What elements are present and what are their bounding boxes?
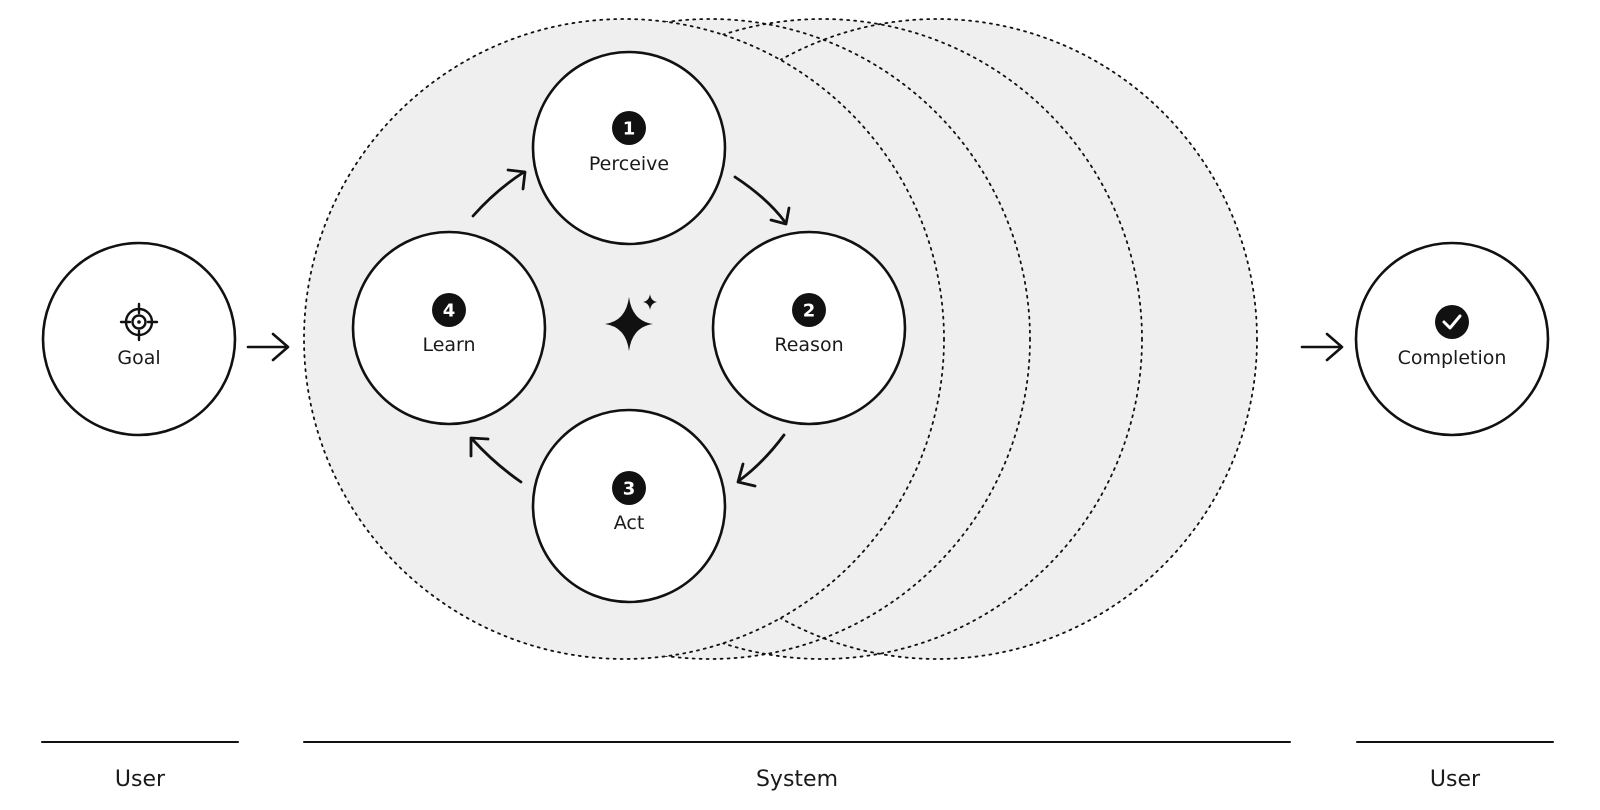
step-number: 1 — [623, 119, 636, 140]
completion-label: Completion — [1398, 347, 1507, 369]
goal-label: Goal — [117, 347, 160, 369]
system-ring-2 — [389, 18, 1031, 660]
step-badge — [792, 293, 826, 327]
step-perceive: 1 Perceive — [531, 50, 727, 246]
arrow-learn-to-perceive — [471, 168, 527, 218]
step-label: Act — [614, 512, 645, 534]
step-circle — [531, 50, 727, 246]
step-reason: 2 Reason — [711, 230, 907, 426]
step-badge — [432, 293, 466, 327]
step-label: Reason — [774, 334, 843, 356]
step-label: Learn — [422, 334, 475, 356]
arrow-system-to-completion — [1300, 332, 1344, 362]
step-circle — [711, 230, 907, 426]
step-badge — [612, 111, 646, 145]
step-badge — [612, 471, 646, 505]
step-circle — [531, 408, 727, 604]
section-label-user-right: User — [1430, 767, 1481, 792]
arrow-reason-to-act — [736, 433, 786, 488]
arrow-goal-to-system — [246, 332, 290, 362]
arrow-act-to-learn — [469, 436, 523, 484]
system-ring-4 — [616, 18, 1258, 660]
step-learn: 4 Learn — [351, 230, 547, 426]
arrow-perceive-to-reason — [733, 175, 791, 226]
step-number: 3 — [623, 479, 636, 500]
step-number: 2 — [803, 301, 816, 322]
section-label-user-left: User — [115, 767, 166, 792]
step-label: Perceive — [589, 153, 669, 175]
step-number: 4 — [443, 301, 456, 322]
goal-node: Goal — [41, 241, 237, 437]
section-label-system: System — [756, 767, 838, 792]
sparkle-icon — [605, 294, 657, 351]
completion-node: Completion — [1354, 241, 1550, 437]
step-circle — [351, 230, 547, 426]
system-ring-3 — [501, 18, 1143, 660]
system-ring-1 — [303, 18, 945, 660]
check-circle-icon — [1435, 305, 1469, 339]
target-icon — [119, 302, 159, 342]
step-act: 3 Act — [531, 408, 727, 604]
